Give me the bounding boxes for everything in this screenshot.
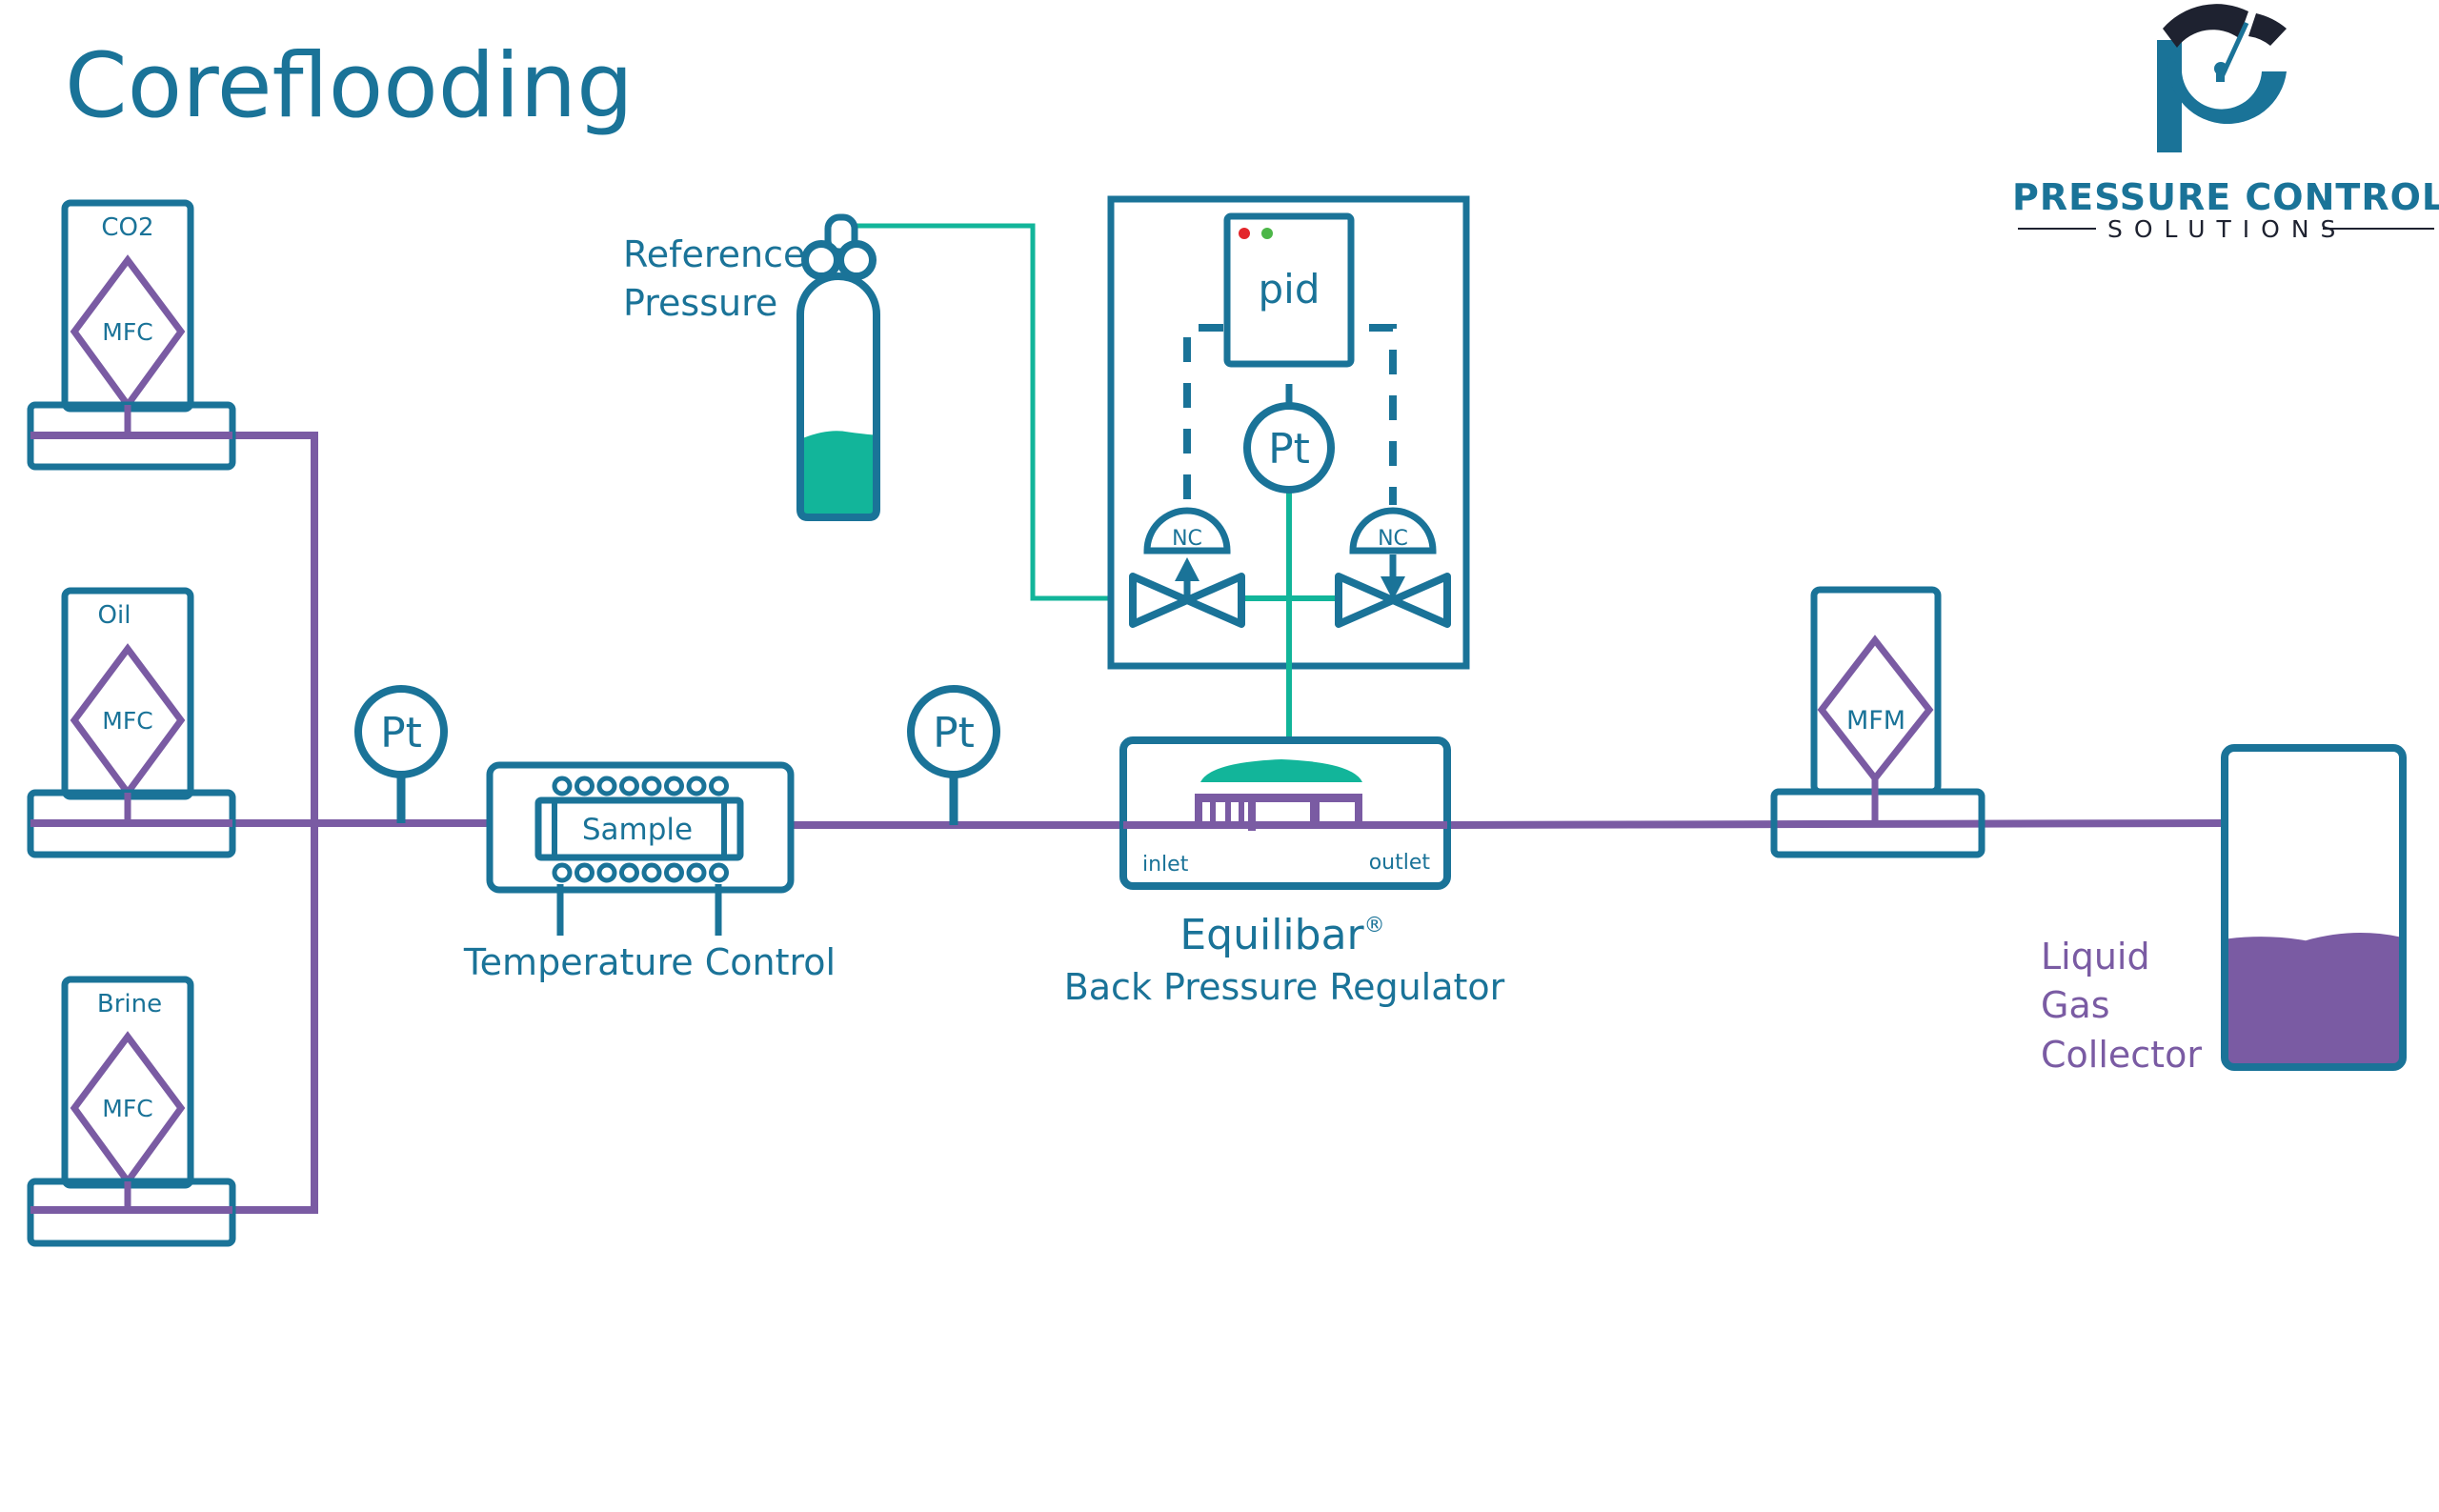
coil-loop	[664, 862, 684, 883]
pressure-gauge-outlet[interactable]: Pt	[907, 685, 1000, 825]
mfc-brine[interactable]: Brine MFC	[27, 976, 236, 1247]
pressure-control-solutions-logo: PRESSURE CONTROL SOLUTIONS	[2012, 4, 2439, 243]
reference-line	[848, 223, 1134, 601]
liquid-gas-collector[interactable]	[2221, 744, 2407, 1071]
bpr-outlet-label: outlet	[1369, 851, 1431, 875]
actuator-dome-icon	[1143, 507, 1231, 554]
coil-loop	[641, 776, 662, 796]
nc-valve-vent[interactable]: NC	[1335, 507, 1451, 628]
mfc-oil[interactable]: Oil MFC	[27, 587, 236, 858]
mfc-oil-fluid-label: Oil	[98, 601, 131, 630]
coil-loop	[686, 862, 707, 883]
valve-vent-label: NC	[1378, 527, 1408, 551]
core-holder[interactable]: Sample	[486, 761, 795, 936]
pid-label: pid	[1259, 266, 1320, 312]
coil-loop	[619, 862, 639, 883]
collector-vessel-icon	[2221, 744, 2407, 1071]
arrow-down-icon	[1381, 576, 1405, 600]
coil-loop	[552, 776, 573, 796]
collector-fill-level	[2228, 933, 2399, 1065]
bpr-inlet-label: inlet	[1142, 853, 1189, 877]
coil-loop	[664, 776, 684, 796]
reference-fill-level	[804, 431, 873, 514]
bpr-brand-caption: Equilibar®	[1179, 911, 1384, 959]
mass-flow-meter[interactable]: MFM	[1770, 586, 1985, 858]
collector-caption-line1: Liquid	[2041, 936, 2150, 978]
coil-loop	[641, 862, 662, 883]
mfm-label: MFM	[1846, 706, 1905, 736]
valve-inlet-label: NC	[1172, 527, 1202, 551]
mfc-oil-device-label: MFC	[102, 707, 152, 735]
logo-brand-name: PRESSURE CONTROL	[2012, 176, 2439, 218]
sample-label: Sample	[582, 813, 693, 847]
heating-coil-top-icon	[552, 776, 729, 796]
coil-loop	[596, 776, 617, 796]
reference-caption-line2: Pressure	[623, 282, 777, 324]
coil-loop	[574, 776, 595, 796]
pid-controller[interactable]: pid	[1223, 212, 1355, 368]
collector-caption-line3: Collector	[2041, 1034, 2202, 1076]
registered-mark: ®	[1364, 914, 1385, 937]
pressure-gauge-inlet[interactable]: Pt	[354, 685, 448, 823]
gauge-circle-icon	[1243, 402, 1335, 494]
coil-loop	[709, 776, 729, 796]
mfc-brine-device-label: MFC	[102, 1095, 152, 1122]
coil-loop	[574, 862, 595, 883]
coil-loop	[686, 776, 707, 796]
signal-line-left	[1183, 324, 1223, 505]
bpr-brand: Equilibar	[1179, 911, 1364, 959]
signal-line-right	[1369, 324, 1397, 505]
gauge-inlet-label: Pt	[380, 709, 422, 757]
status-led-green-icon	[1261, 228, 1273, 239]
valve-body-icon	[1195, 794, 1362, 831]
bpr-to-collector-line	[1445, 819, 2226, 829]
coil-loop	[552, 862, 573, 883]
equilibar-bpr[interactable]: inlet outlet	[1119, 736, 1451, 890]
gauge-circle-icon	[354, 685, 448, 778]
reference-caption-line1: Reference	[623, 233, 805, 275]
logo-tagline: SOLUTIONS	[2107, 215, 2347, 243]
reference-pressure-cylinder[interactable]	[796, 213, 1134, 601]
sample-cell	[534, 796, 744, 861]
pressure-gauge-logo-icon	[2157, 4, 2287, 152]
cylinder-body-icon	[796, 272, 880, 521]
status-led-red-icon	[1239, 228, 1250, 239]
mfc-brine-fluid-label: Brine	[97, 990, 162, 1018]
gauge-controller-label: Pt	[1268, 425, 1310, 474]
gauge-outlet-label: Pt	[933, 709, 975, 757]
gauge-circle-icon	[907, 685, 1000, 778]
page-title: Coreflooding	[65, 34, 634, 138]
bpr-caption: Back Pressure Regulator	[1064, 966, 1505, 1008]
coil-loop	[709, 862, 729, 883]
mfc-co2[interactable]: CO2 MFC	[27, 199, 236, 471]
coil-loop	[596, 862, 617, 883]
pid-controller-enclosure[interactable]: pid Pt NC NC	[1107, 195, 1470, 738]
coil-loop	[619, 776, 639, 796]
nc-valve-inlet[interactable]: NC	[1129, 507, 1245, 628]
arrow-up-icon	[1175, 557, 1199, 581]
diaphragm-icon	[1200, 759, 1362, 782]
collector-caption-line2: Gas	[2041, 984, 2110, 1026]
actuator-dome-icon	[1349, 507, 1437, 554]
mfc-co2-fluid-label: CO2	[101, 213, 153, 242]
mfc-co2-device-label: MFC	[102, 318, 152, 346]
heating-coil-bottom-icon	[552, 862, 729, 883]
temperature-control-caption: Temperature Control	[463, 941, 836, 983]
